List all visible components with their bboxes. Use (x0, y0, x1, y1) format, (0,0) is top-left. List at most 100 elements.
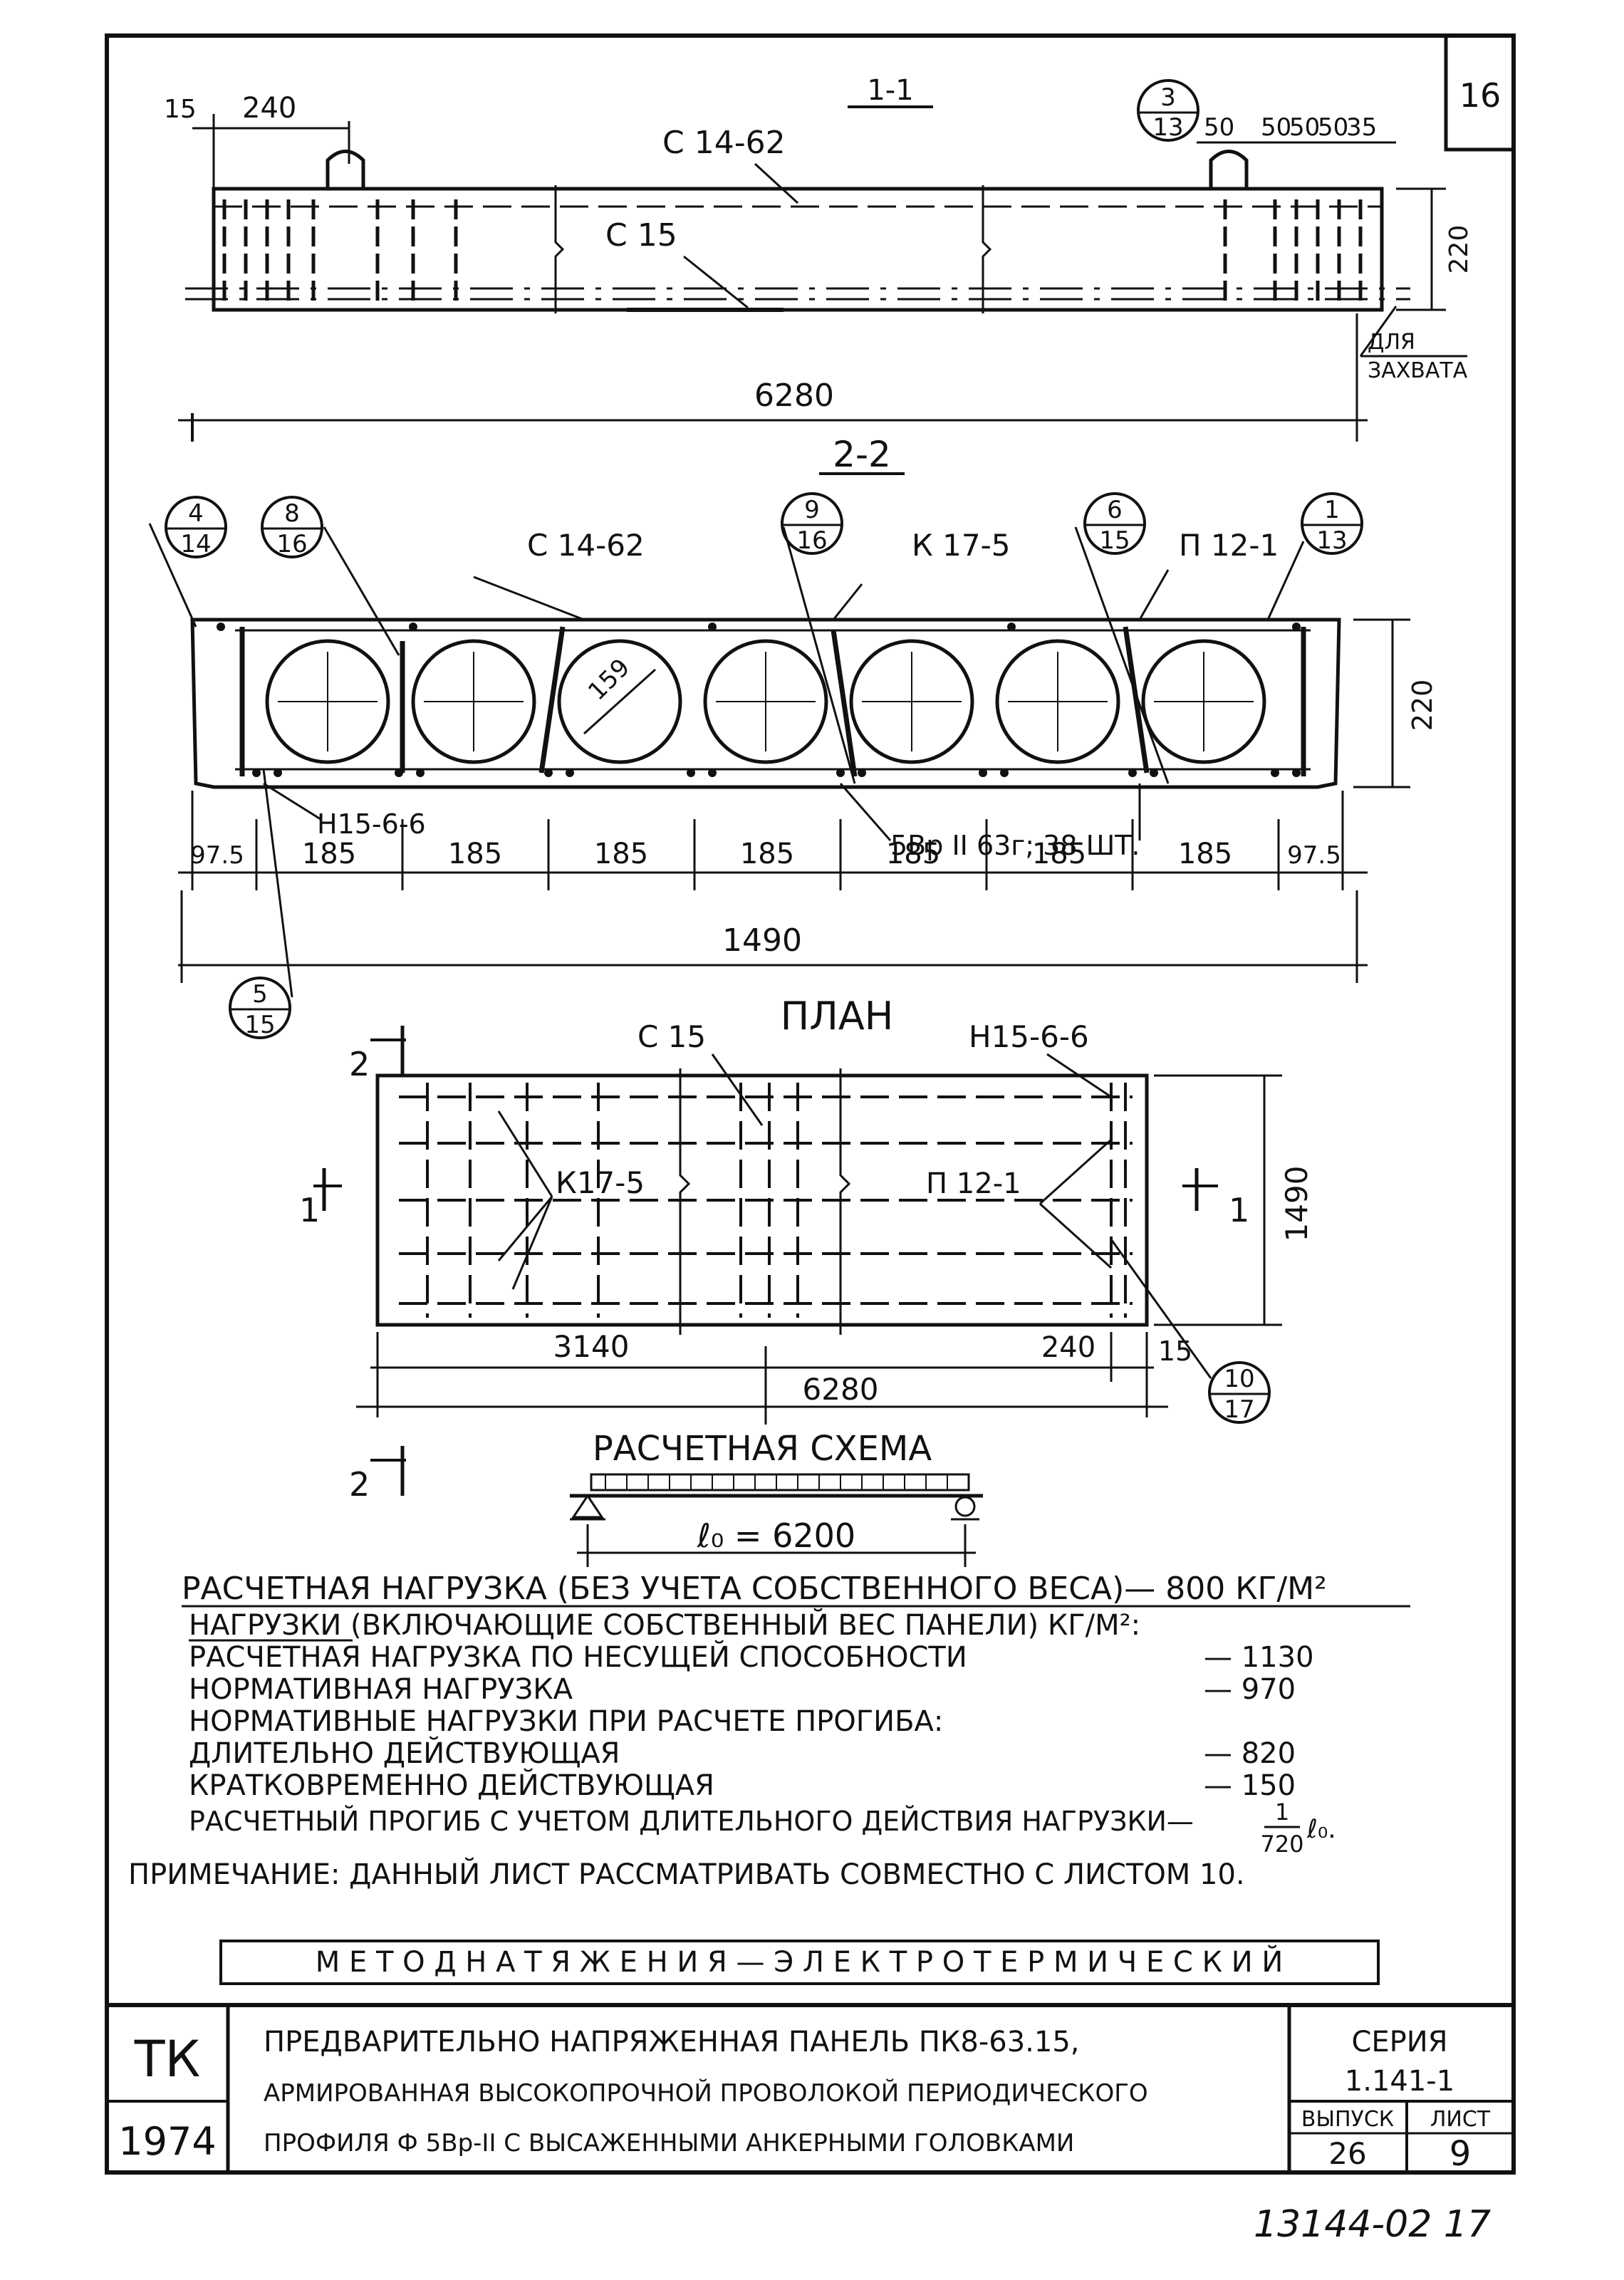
plan-view: ПЛАН 2 2 1 1 (299, 994, 1314, 1504)
svg-text:9: 9 (804, 496, 820, 524)
dim-35: 35 (1346, 113, 1377, 142)
issue-label: ВЫПУСК (1301, 2107, 1394, 2132)
label-p121: П 12-1 (1179, 528, 1279, 563)
load-main: РАСЧЕТНАЯ НАГРУЗКА (БЕЗ УЧЕТА СОБСТВЕННО… (182, 1571, 1327, 1607)
dim-240: 240 (242, 92, 296, 125)
grip-note-2: ЗАХВАТА (1368, 358, 1468, 383)
plan-label-h1566: Н15-6-6 (969, 1019, 1089, 1054)
svg-text:5: 5 (252, 980, 268, 1009)
label-c1462: С 14-62 (662, 125, 786, 161)
spacing-0: 97.5 (190, 841, 244, 870)
dim-50a: 50 (1204, 113, 1234, 142)
dim-50d: 50 (1318, 113, 1348, 142)
svg-text:8: 8 (284, 499, 300, 528)
deflection-den: 720 (1260, 1831, 1303, 1858)
scheme-span: ℓ₀ = 6200 (697, 1516, 855, 1555)
sheet-value: 9 (1449, 2134, 1472, 2174)
section-2-2: 2-2 4 14 8 16 9 16 6 15 1 13 (148, 434, 1438, 1039)
load-row-label-1: НОРМАТИВНАЯ НАГРУЗКА (189, 1673, 573, 1706)
label-h1566: Н15-6-6 (317, 808, 426, 840)
plan-width: 1490 (1279, 1166, 1314, 1242)
svg-text:15: 15 (1099, 526, 1130, 555)
series-label: СЕРИЯ (1351, 2026, 1447, 2058)
svg-text:13: 13 (1152, 113, 1183, 142)
svg-text:14: 14 (180, 530, 211, 558)
svg-text:16: 16 (276, 530, 307, 558)
method-bar (219, 1940, 1380, 1985)
roller-support (954, 1496, 976, 1517)
title-line-3: ПРОФИЛЯ Ф 5Вр-II С ВЫСАЖЕННЫМИ АНКЕРНЫМИ… (264, 2129, 1074, 2157)
load-header: НАГРУЗКИ (ВКЛЮЧАЮЩИЕ СОБСТВЕННЫЙ ВЕС ПАН… (189, 1608, 1140, 1642)
svg-text:16: 16 (796, 526, 827, 555)
width-1490: 1490 (722, 922, 802, 959)
spacing-7: 185 (1178, 838, 1232, 870)
section-2-title: 2-2 (833, 434, 891, 475)
load-row-value-0: — 1130 (1204, 1641, 1314, 1674)
spacing-2: 185 (448, 838, 502, 870)
dim-6280: 6280 (803, 1372, 879, 1407)
year: 1974 (118, 2119, 216, 2164)
label-c15: С 15 (605, 217, 677, 254)
load-row-label-4: КРАТКОВРЕМЕННО ДЕЙСТВУЮЩАЯ (189, 1768, 714, 1802)
note: ПРИМЕЧАНИЕ: ДАННЫЙ ЛИСТ РАССМАТРИВАТЬ СО… (128, 1857, 1245, 1891)
load-row-value-4: — 150 (1204, 1769, 1296, 1802)
spacing-3: 185 (594, 838, 648, 870)
svg-text:15: 15 (244, 1011, 275, 1039)
deflection-tail: ℓ₀. (1306, 1815, 1336, 1844)
loads-block: РАСЧЕТНАЯ НАГРУЗКА (БЕЗ УЧЕТА СОБСТВЕННО… (128, 1571, 1410, 1891)
sheet-label: ЛИСТ (1430, 2107, 1491, 2132)
dim-3140: 3140 (553, 1329, 630, 1364)
label-k175: К 17-5 (912, 528, 1011, 563)
dim-50c: 50 (1289, 113, 1320, 142)
org-code: ТК (134, 2030, 200, 2088)
svg-text:6: 6 (1107, 496, 1123, 524)
load-row-label-2: НОРМАТИВНЫЕ НАГРУЗКИ ПРИ РАСЧЕТЕ ПРОГИБА… (189, 1705, 943, 1738)
callout-4-14 (165, 496, 227, 558)
corner-box (1444, 33, 1516, 152)
section-1-1: 1-1 15 240 3 13 50 50 50 50 35 (164, 74, 1474, 442)
load-row-label-3: ДЛИТЕЛЬНО ДЕЙСТВУЮЩАЯ (189, 1736, 620, 1770)
corner-number: 16 (1459, 76, 1501, 115)
height-220: 220 (1445, 225, 1474, 274)
label-c1462-2: С 14-62 (527, 528, 645, 563)
dim-240-plan: 240 (1041, 1331, 1095, 1364)
plan-title: ПЛАН (781, 994, 894, 1039)
spacing-1: 185 (302, 838, 356, 870)
deflection-text: РАСЧЕТНЫЙ ПРОГИБ С УЧЕТОМ ДЛИТЕЛЬНОГО ДЕ… (189, 1806, 1194, 1837)
length-6280: 6280 (754, 378, 834, 414)
issue-value: 26 (1328, 2136, 1366, 2171)
method-text: М Е Т О Д Н А Т Я Ж Е Н И Я — Э Л Е К Т … (316, 1945, 1284, 1979)
callout-1-13 (1301, 492, 1363, 555)
beam-elevation (212, 187, 1384, 312)
spacing-6: 185 (1032, 838, 1086, 870)
dim-50b: 50 (1261, 113, 1291, 142)
svg-text:17: 17 (1224, 1395, 1254, 1424)
series-value: 1.141-1 (1345, 2065, 1454, 2098)
plan-outline (375, 1073, 1149, 1327)
hollow-cores (265, 639, 1266, 764)
svg-text:1: 1 (1324, 496, 1340, 524)
hole-diameter: 159 (583, 653, 635, 706)
callout-8-16 (261, 496, 323, 558)
lifting-loop-left (326, 150, 365, 189)
title-line-1: ПРЕДВАРИТЕЛЬНО НАПРЯЖЕННАЯ ПАНЕЛЬ ПК8-63… (264, 2026, 1080, 2058)
dim-15-plan: 15 (1158, 1336, 1192, 1367)
callout-9-16 (781, 492, 843, 555)
load-row-label-0: РАСЧЕТНАЯ НАГРУЗКА ПО НЕСУЩЕЙ СПОСОБНОСТ… (189, 1640, 967, 1674)
spacing-5: 185 (886, 838, 940, 870)
grip-note-1: ДЛЯ (1368, 330, 1415, 355)
section-mark-1-right: 1 (1229, 1191, 1249, 1229)
svg-text:3: 3 (1160, 83, 1176, 112)
cross-section-outline (190, 618, 1341, 789)
callout-6-15 (1083, 492, 1146, 555)
plan-label-p121: П 12-1 (926, 1167, 1021, 1200)
section-mark-1-left: 1 (299, 1191, 320, 1229)
scheme-title: РАСЧЕТНАЯ СХЕМА (593, 1429, 932, 1469)
section-1-title: 1-1 (867, 74, 913, 107)
svg-text:4: 4 (188, 499, 204, 528)
lifting-loop-right (1209, 150, 1249, 189)
prestressed-wires (217, 623, 1301, 777)
spacing-4: 185 (740, 838, 794, 870)
section-mark-2-bottom: 2 (349, 1465, 370, 1504)
